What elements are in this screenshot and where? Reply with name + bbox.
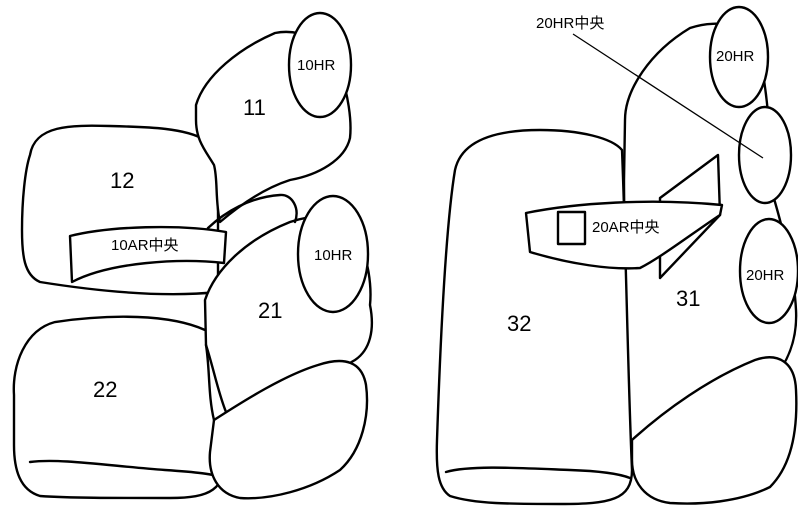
label-20hr-bottom: 20HR (746, 267, 785, 284)
armrest-20ar-cupholder (556, 210, 587, 246)
headrest-20hr-top (708, 5, 770, 109)
seat-bolster-31 (630, 356, 798, 505)
label-20hr-center-callout: 20HR中央 (536, 15, 604, 32)
seat-22-cushion-edge (28, 459, 224, 480)
label-10hr-top: 10HR (297, 57, 336, 74)
headrest-20hr-center (737, 105, 793, 205)
headrest-20hr-bottom (738, 217, 798, 325)
label-20ar: 20AR中央 (592, 219, 660, 236)
label-part-32: 32 (507, 311, 531, 336)
seat-32-cushion-edge (444, 466, 632, 480)
label-part-12: 12 (110, 168, 134, 193)
label-20hr-top: 20HR (716, 48, 755, 65)
headrest-10hr-mid (296, 194, 370, 314)
seat-back-12 (20, 124, 220, 296)
seat-22 (12, 315, 228, 500)
seat-32 (435, 128, 634, 506)
label-10ar: 10AR中央 (111, 237, 179, 254)
label-part-22: 22 (93, 377, 117, 402)
label-part-31: 31 (676, 286, 700, 311)
seat-back-21-fold (204, 343, 228, 414)
label-10hr-mid: 10HR (314, 247, 353, 264)
seat-divider-line (206, 193, 298, 230)
label-part-21: 21 (258, 298, 282, 323)
headrest-10hr-top (287, 11, 353, 119)
callout-leader-line (572, 33, 764, 159)
label-part-11: 11 (243, 95, 266, 120)
seat-bolster-lower (208, 359, 369, 500)
armrest-10ar (68, 225, 228, 284)
